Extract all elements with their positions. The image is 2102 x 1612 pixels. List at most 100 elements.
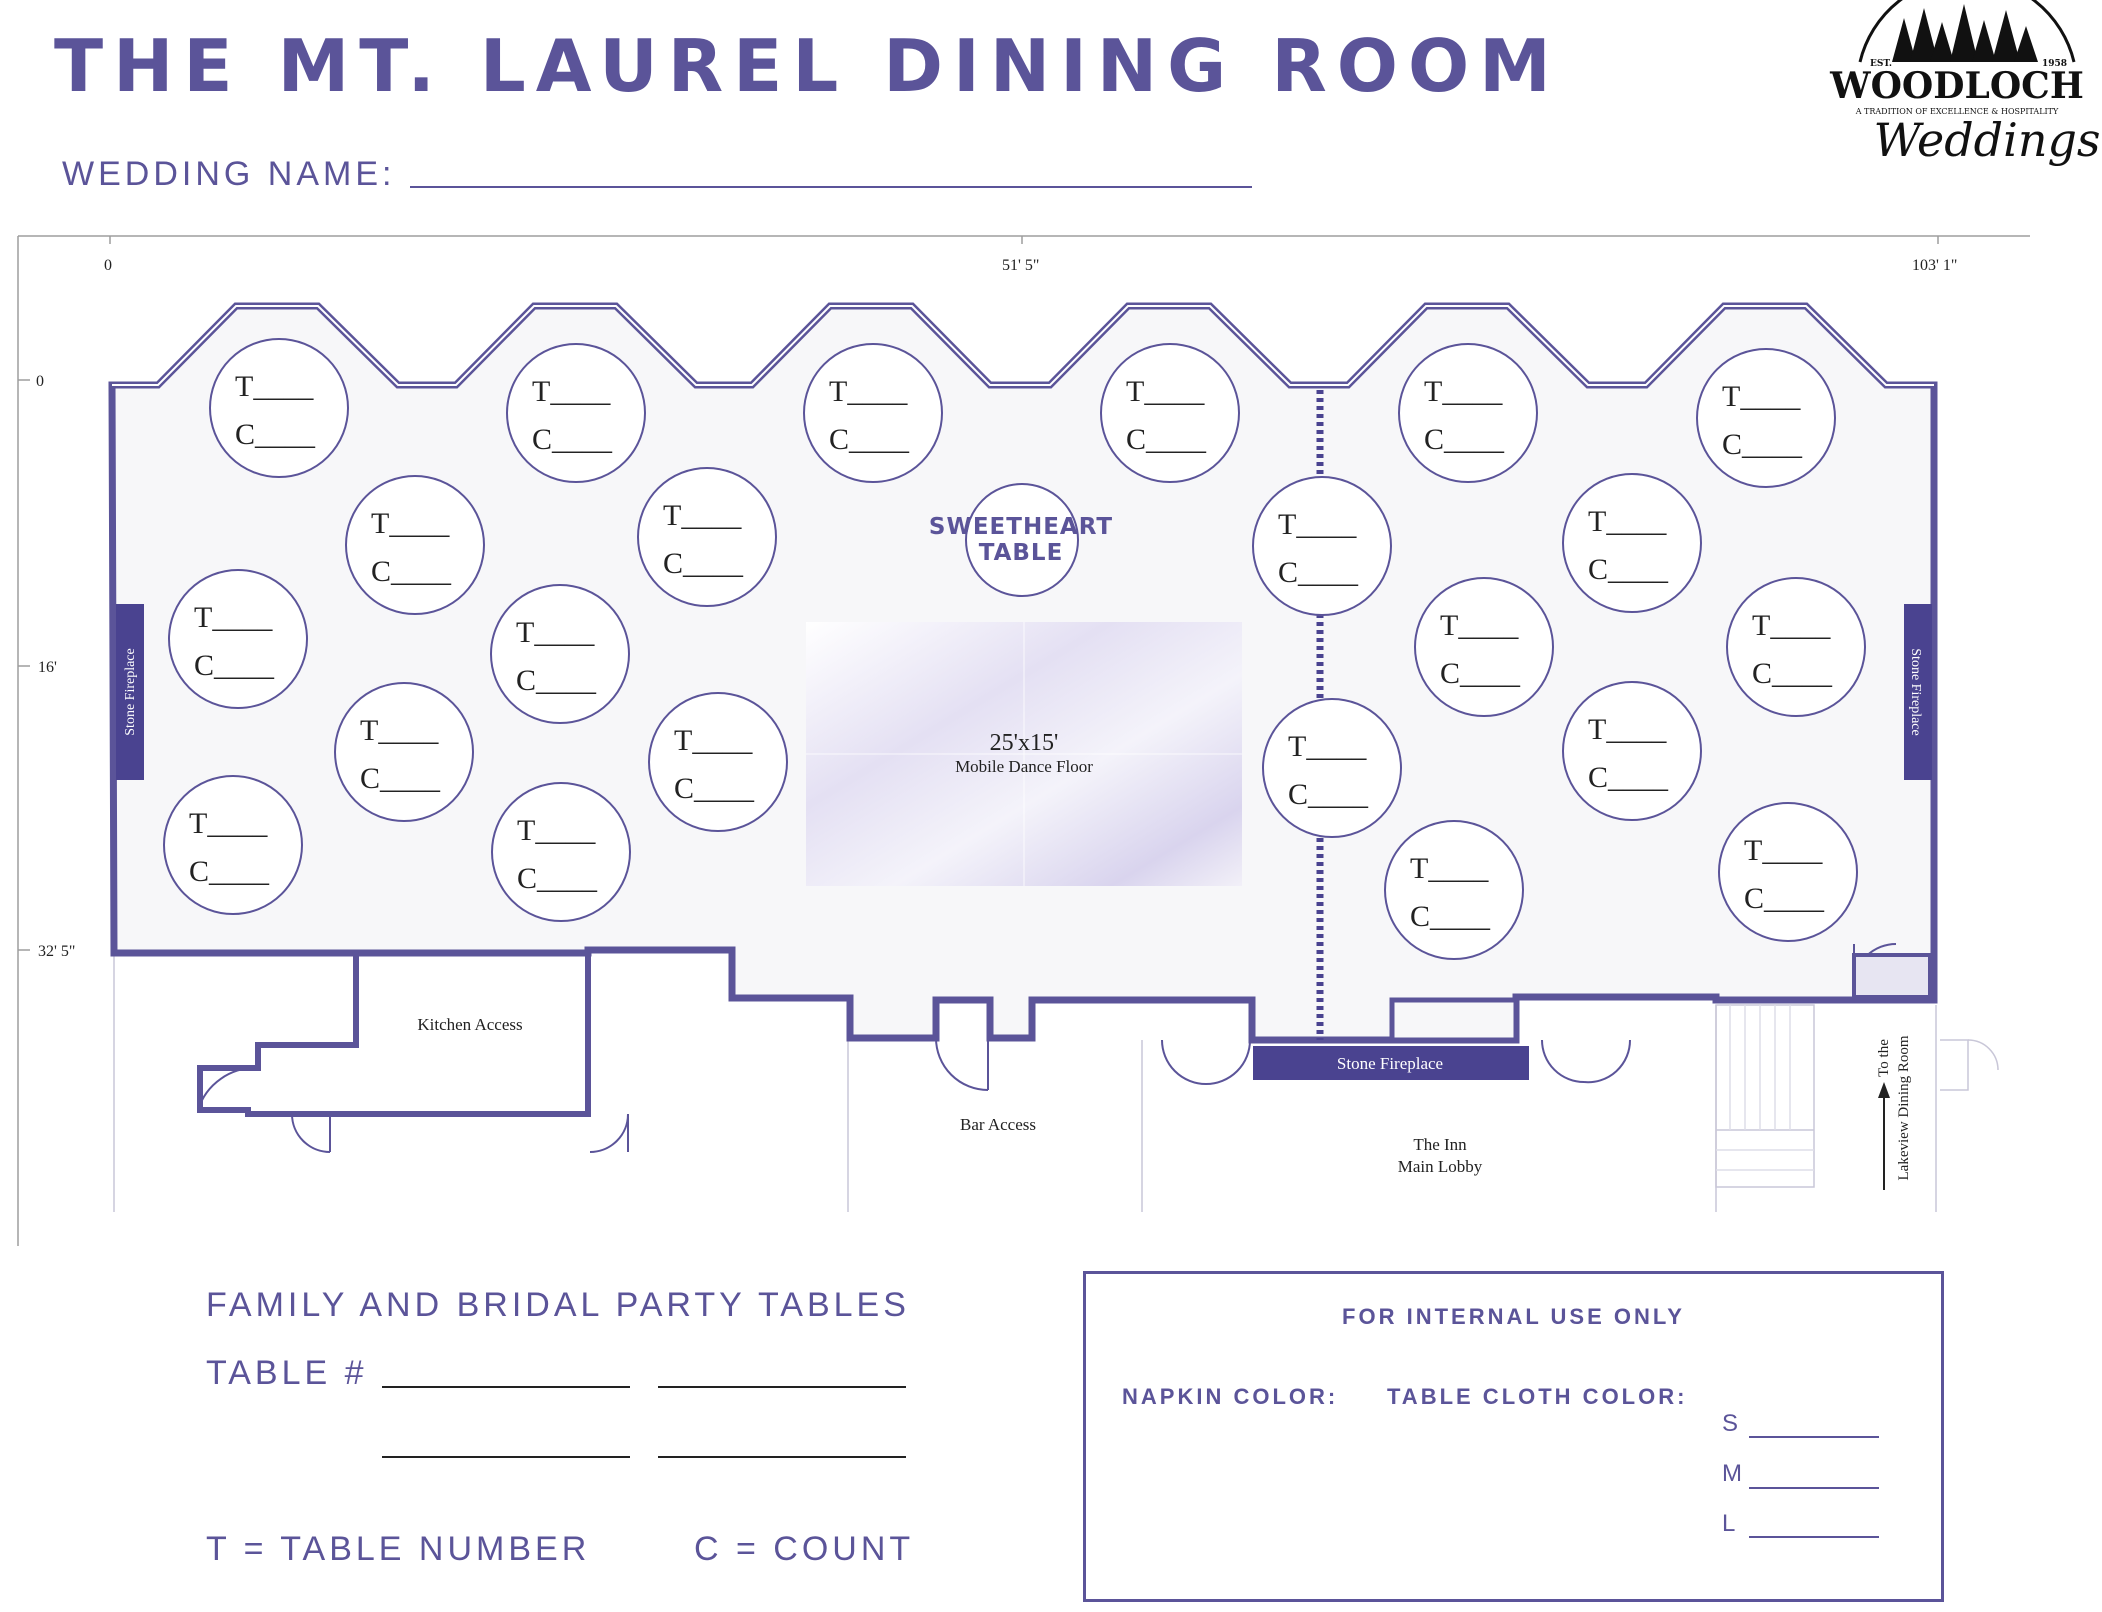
family-table-field-2[interactable]	[658, 1386, 906, 1388]
table-number-field[interactable]: T____	[1410, 852, 1489, 885]
table-number-field[interactable]: T____	[517, 814, 596, 847]
family-table-field-4[interactable]	[658, 1456, 906, 1458]
family-table-field-1[interactable]	[382, 1386, 630, 1388]
table-number-field[interactable]: T____	[1744, 834, 1823, 867]
table-count-field[interactable]: C____	[532, 423, 613, 456]
sweetheart-table[interactable]	[965, 483, 1079, 597]
table-number-field[interactable]: T____	[1588, 505, 1667, 538]
guest-table[interactable]: T____ C____	[1726, 577, 1866, 717]
table-count-field[interactable]: C____	[1288, 778, 1369, 811]
guest-table[interactable]: T____ C____	[803, 343, 943, 483]
table-count-field[interactable]: C____	[360, 762, 441, 795]
table-number-field[interactable]: T____	[1752, 609, 1831, 642]
table-number-field[interactable]: T____	[674, 724, 753, 757]
table-count-field[interactable]: C____	[371, 555, 452, 588]
family-table-field-3[interactable]	[382, 1456, 630, 1458]
table-count-field[interactable]: C____	[189, 855, 270, 888]
table-number-field[interactable]: T____	[829, 375, 908, 408]
table-number-field[interactable]: T____	[1278, 508, 1357, 541]
table-count-field[interactable]: C____	[1424, 423, 1505, 456]
guest-table[interactable]: T____ C____	[168, 569, 308, 709]
table-count-field[interactable]: C____	[1440, 657, 1521, 690]
table-count-field[interactable]: C____	[1722, 428, 1803, 461]
size-l-field[interactable]	[1749, 1536, 1879, 1538]
table-number-field[interactable]: T____	[663, 499, 742, 532]
wedding-name-field[interactable]	[410, 186, 1252, 188]
table-circle[interactable]	[648, 692, 788, 832]
guest-table[interactable]: T____ C____	[1696, 348, 1836, 488]
table-number-field[interactable]: T____	[1126, 375, 1205, 408]
table-circle[interactable]	[1562, 473, 1702, 613]
guest-table[interactable]: T____ C____	[1100, 343, 1240, 483]
size-m-field[interactable]	[1749, 1487, 1879, 1489]
table-count-field[interactable]: C____	[517, 862, 598, 895]
table-circle[interactable]	[1252, 476, 1392, 616]
table-count-field[interactable]: C____	[235, 418, 316, 451]
guest-table[interactable]: T____ C____	[1562, 681, 1702, 821]
table-circle[interactable]	[1262, 698, 1402, 838]
table-number-field[interactable]: T____	[194, 601, 273, 634]
guest-table[interactable]: T____ C____	[506, 343, 646, 483]
table-circle[interactable]	[209, 338, 349, 478]
table-number-field[interactable]: T____	[371, 507, 450, 540]
table-number-field[interactable]: T____	[1722, 380, 1801, 413]
woodloch-logo: EST. 1958 WOODLOCH A TRADITION OF EXCELL…	[1829, 0, 2101, 167]
guest-table[interactable]: T____ C____	[491, 782, 631, 922]
guest-table[interactable]: T____ C____	[648, 692, 788, 832]
table-count-field[interactable]: C____	[194, 649, 275, 682]
table-circle[interactable]	[490, 584, 630, 724]
table-number-field[interactable]: T____	[189, 807, 268, 840]
guest-table[interactable]: T____ C____	[1252, 476, 1392, 616]
table-number-field[interactable]: T____	[360, 714, 439, 747]
guest-table[interactable]: T____ C____	[1384, 820, 1524, 960]
table-circle[interactable]	[163, 775, 303, 915]
table-circle[interactable]	[334, 682, 474, 822]
guest-table[interactable]: T____ C____	[1718, 802, 1858, 942]
guest-table[interactable]: T____ C____	[1262, 698, 1402, 838]
table-count-field[interactable]: C____	[1278, 556, 1359, 589]
table-circle[interactable]	[345, 475, 485, 615]
size-s-field[interactable]	[1749, 1436, 1879, 1438]
guest-table[interactable]: T____ C____	[334, 682, 474, 822]
table-count-field[interactable]: C____	[663, 547, 744, 580]
ruler-x-0: 0	[104, 257, 112, 274]
table-number-field[interactable]: T____	[1588, 713, 1667, 746]
guest-table[interactable]: T____ C____	[209, 338, 349, 478]
table-count-field[interactable]: C____	[1126, 423, 1207, 456]
guest-table[interactable]: T____ C____	[163, 775, 303, 915]
table-circle[interactable]	[1414, 577, 1554, 717]
table-circle[interactable]	[1696, 348, 1836, 488]
table-circle[interactable]	[506, 343, 646, 483]
table-number-field[interactable]: T____	[235, 370, 314, 403]
guest-table[interactable]: T____ C____	[1414, 577, 1554, 717]
table-count-field[interactable]: C____	[1744, 882, 1825, 915]
guest-table[interactable]: T____ C____	[1562, 473, 1702, 613]
table-circle[interactable]	[1718, 802, 1858, 942]
table-number-field[interactable]: T____	[1288, 730, 1367, 763]
table-circle[interactable]	[1398, 343, 1538, 483]
table-circle[interactable]	[491, 782, 631, 922]
table-circle[interactable]	[1726, 577, 1866, 717]
table-number-field[interactable]: T____	[1424, 375, 1503, 408]
table-count-field[interactable]: C____	[1588, 761, 1669, 794]
table-count-field[interactable]: C____	[1752, 657, 1833, 690]
table-count-field[interactable]: C____	[1588, 553, 1669, 586]
table-count-field[interactable]: C____	[829, 423, 910, 456]
table-circle[interactable]	[1384, 820, 1524, 960]
table-number-field[interactable]: T____	[516, 616, 595, 649]
table-count-field[interactable]: C____	[674, 772, 755, 805]
table-number-field[interactable]: T____	[1440, 609, 1519, 642]
guest-table[interactable]: T____ C____	[1398, 343, 1538, 483]
table-number-field[interactable]: T____	[532, 375, 611, 408]
guest-table[interactable]: T____ C____	[637, 467, 777, 607]
table-circle[interactable]	[637, 467, 777, 607]
guest-table[interactable]: T____ C____	[490, 584, 630, 724]
table-count-field[interactable]: C____	[1410, 900, 1491, 933]
guest-table[interactable]: T____ C____	[345, 475, 485, 615]
table-circle[interactable]	[168, 569, 308, 709]
table-circle[interactable]	[803, 343, 943, 483]
table-circle[interactable]	[1100, 343, 1240, 483]
table-count-field[interactable]: C____	[516, 664, 597, 697]
table-circle[interactable]	[1562, 681, 1702, 821]
fireplace-left-label: Stone Fireplace	[123, 648, 138, 735]
